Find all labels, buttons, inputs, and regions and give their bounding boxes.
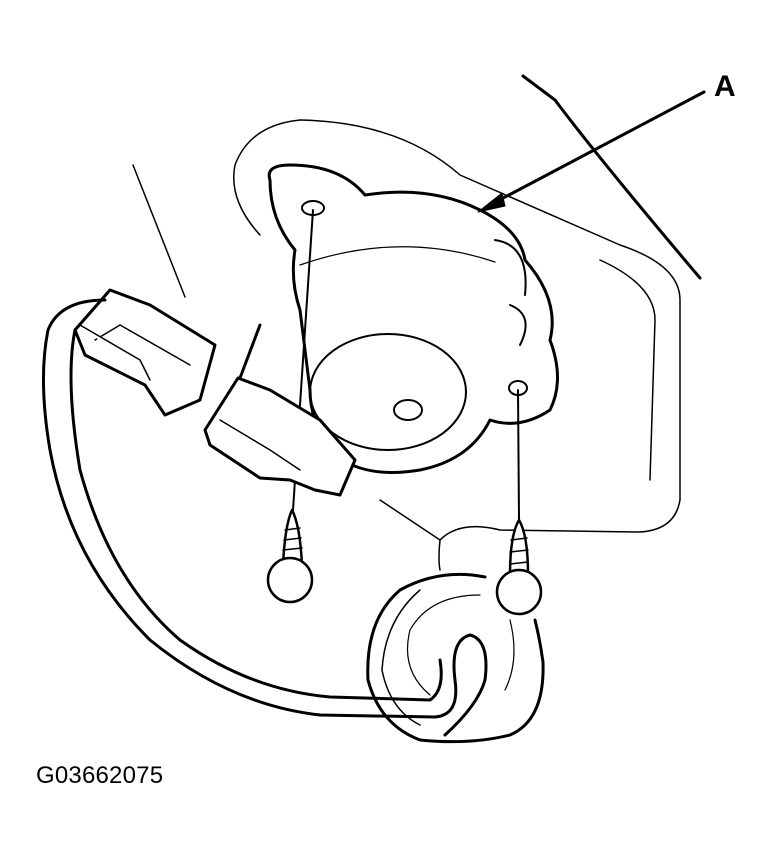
figure-code: G03662075 [36, 762, 164, 789]
callout-label-a: A [714, 70, 736, 103]
sensor-assembly [267, 163, 559, 474]
callout-a-leader [477, 90, 706, 213]
grommet [366, 572, 545, 744]
mounting-screw-right [495, 518, 543, 616]
body-panel-lines [132, 74, 702, 298]
harness-connector-left [73, 288, 217, 417]
wire-harness [41, 298, 488, 737]
mounting-screw-left [266, 508, 314, 604]
mounting-bracket [233, 119, 681, 571]
harness-connector-right [203, 323, 357, 497]
